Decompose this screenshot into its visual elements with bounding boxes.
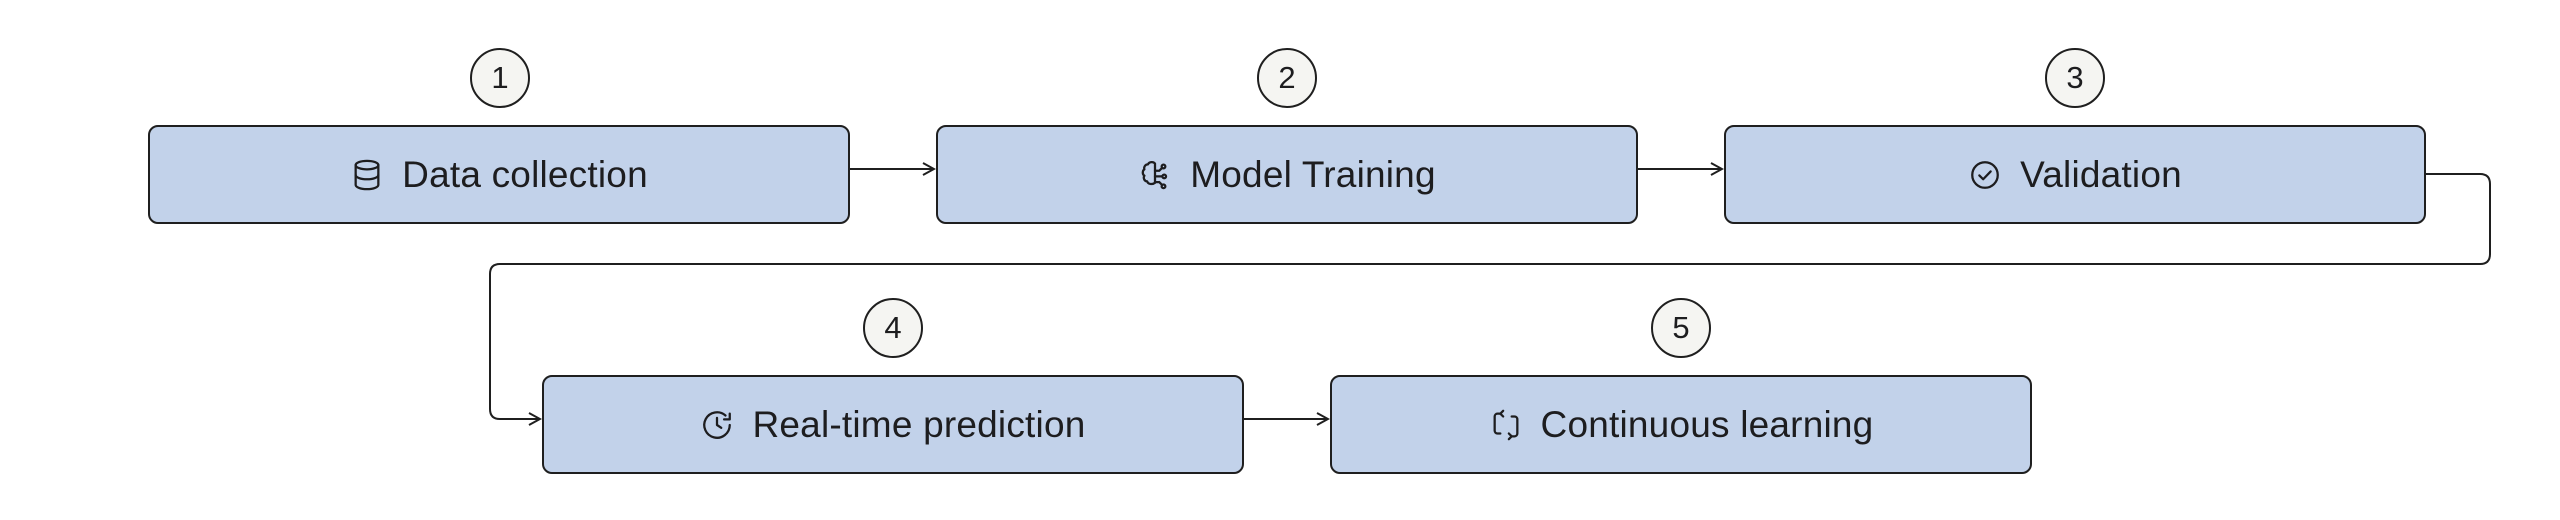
step-number-badge: 5 — [1651, 298, 1711, 358]
step-label: Validation — [2020, 153, 2182, 195]
step-label: Real-time prediction — [752, 403, 1086, 445]
database-icon — [350, 158, 384, 192]
step-data-collection: Data collection — [148, 125, 850, 224]
clock-icon — [700, 408, 734, 442]
refresh-icon — [1489, 408, 1523, 442]
step-real-time-prediction: Real-time prediction — [542, 375, 1244, 474]
connector-3-to-4 — [489, 173, 2491, 419]
step-model-training: Model Training — [936, 125, 1638, 224]
check-circle-icon — [1968, 158, 2002, 192]
step-label: Continuous learning — [1540, 403, 1874, 445]
step-label: Data collection — [402, 153, 648, 195]
step-number-badge: 4 — [863, 298, 923, 358]
step-number-badge: 2 — [1257, 48, 1317, 108]
brain-circuit-icon — [1138, 158, 1172, 192]
step-number-badge: 1 — [470, 48, 530, 108]
step-validation: Validation — [1724, 125, 2426, 224]
step-number-badge: 3 — [2045, 48, 2105, 108]
step-continuous-learning: Continuous learning — [1330, 375, 2032, 474]
step-label: Model Training — [1190, 153, 1436, 195]
